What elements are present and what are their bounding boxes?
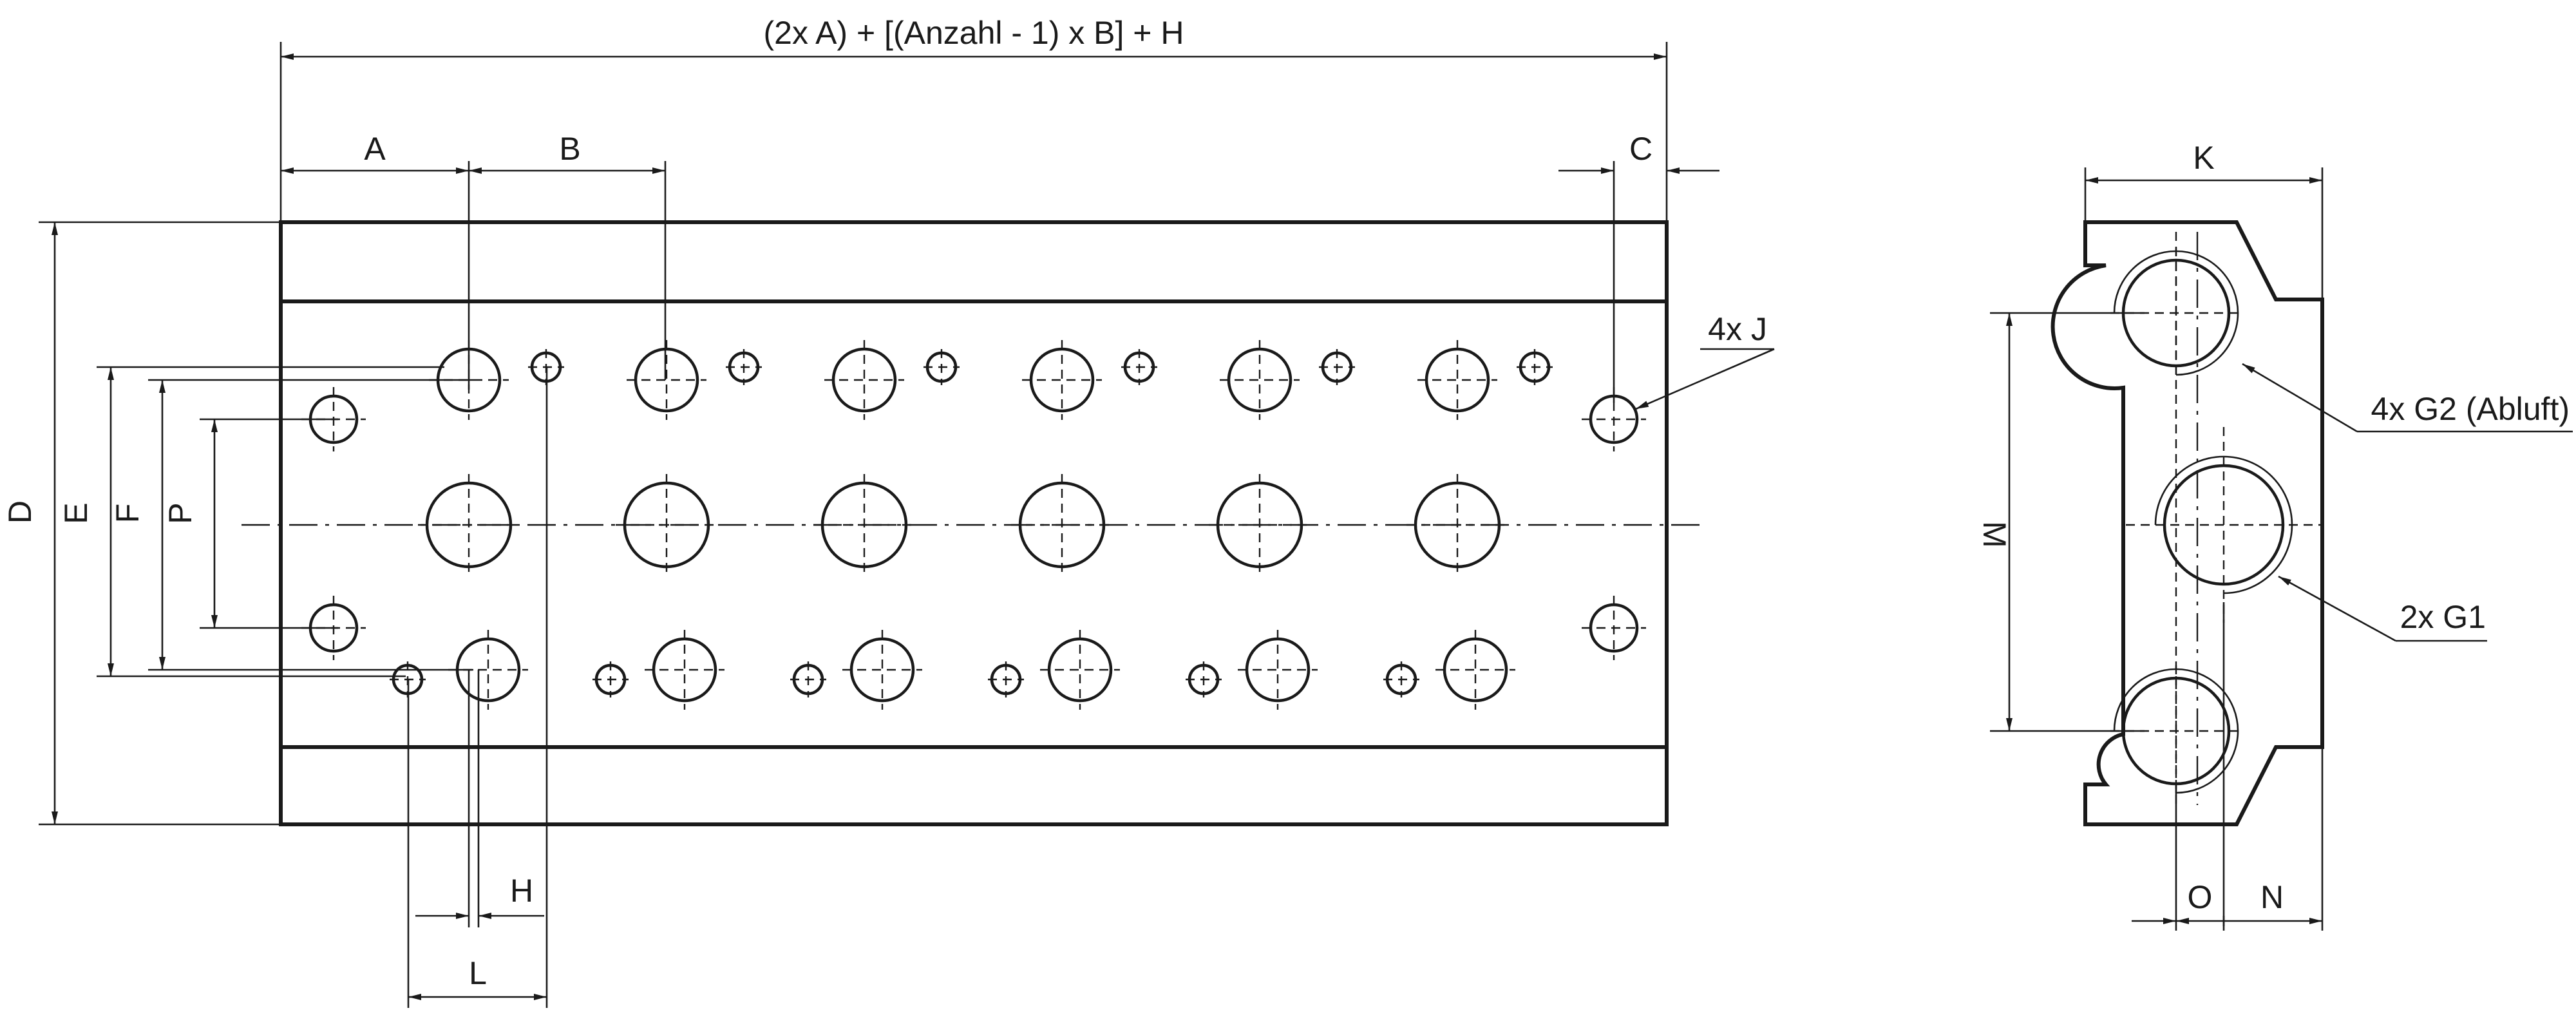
front-view [242,220,1707,826]
dim-k: K [2084,140,2324,299]
label-p: P [162,502,198,524]
lower-pilot-hole [1186,661,1222,697]
upper-pilot-hole [1517,349,1553,385]
dim-b: B [469,131,667,380]
lower-pilot-hole [790,661,826,697]
label-a: A [364,131,386,167]
dim-l: L [407,367,548,1008]
lower-port-hole [1040,630,1120,710]
side-profile [2050,220,2324,826]
lower-port-hole [645,630,724,710]
upper-port-hole [1022,340,1102,420]
dim-c: C [1558,131,1719,403]
label-g2: 4x G2 (Abluft) [2371,391,2570,427]
thread-arc [2154,455,2293,594]
upper-pilot-hole [726,349,762,385]
dim-e: E [58,366,444,678]
center-port-hole [1011,474,1113,576]
dim-a: A [281,131,470,390]
side-g1-port [2126,427,2322,623]
lower-port-hole [842,630,922,710]
lower-port-hole [1435,630,1515,710]
upper-port-hole [824,340,904,420]
leader-g1: 2x G1 [2278,575,2487,642]
label-h: H [510,873,533,909]
label-o: O [2188,879,2213,915]
center-port-hole [418,474,520,576]
label-c: C [1629,131,1653,167]
lower-pilot-hole [592,661,629,697]
upper-pilot-hole [1121,349,1157,385]
label-m: M [1976,521,2012,548]
thread-arc [2113,668,2239,794]
upper-port-hole [1417,340,1497,420]
dim-d: D [2,221,281,826]
label-d: D [2,500,38,524]
center-port-hole [813,474,915,576]
label-l: L [469,955,487,991]
lower-port-hole [1238,630,1318,710]
thread-arc [2113,250,2239,376]
label-total-length: (2x A) + [(Anzahl - 1) x B] + H [763,15,1184,51]
label-b: B [559,131,580,167]
label-e: E [58,502,94,524]
upper-pilot-hole [1319,349,1355,385]
dim-m: M [1976,312,2145,732]
label-g1: 2x G1 [2400,599,2486,635]
manifold-body [279,220,1669,826]
dim-h: H [415,670,544,927]
label-j: 4x J [1708,311,1767,347]
leader-g2: 4x G2 (Abluft) [2242,363,2573,433]
center-port-hole [1406,474,1508,576]
label-k: K [2193,140,2214,176]
dim-o-n: O N [2132,602,2324,931]
upper-pilot-hole [923,349,960,385]
lower-pilot-hole [988,661,1024,697]
dim-f: F [109,379,473,671]
side-view [2050,220,2324,826]
label-n: N [2260,879,2284,915]
dim-p: P [162,418,338,629]
center-port-hole [1209,474,1311,576]
label-f: F [109,504,146,524]
lower-pilot-hole [1383,661,1419,697]
mount-hole-j [1582,596,1646,660]
upper-port-hole [627,340,706,420]
center-port-hole [616,474,717,576]
side-port-holes [2110,247,2322,797]
dim-total-length: (2x A) + [(Anzahl - 1) x B] + H [279,15,1668,222]
upper-port-hole [1220,340,1300,420]
leader-j: 4x J [1635,311,1775,410]
